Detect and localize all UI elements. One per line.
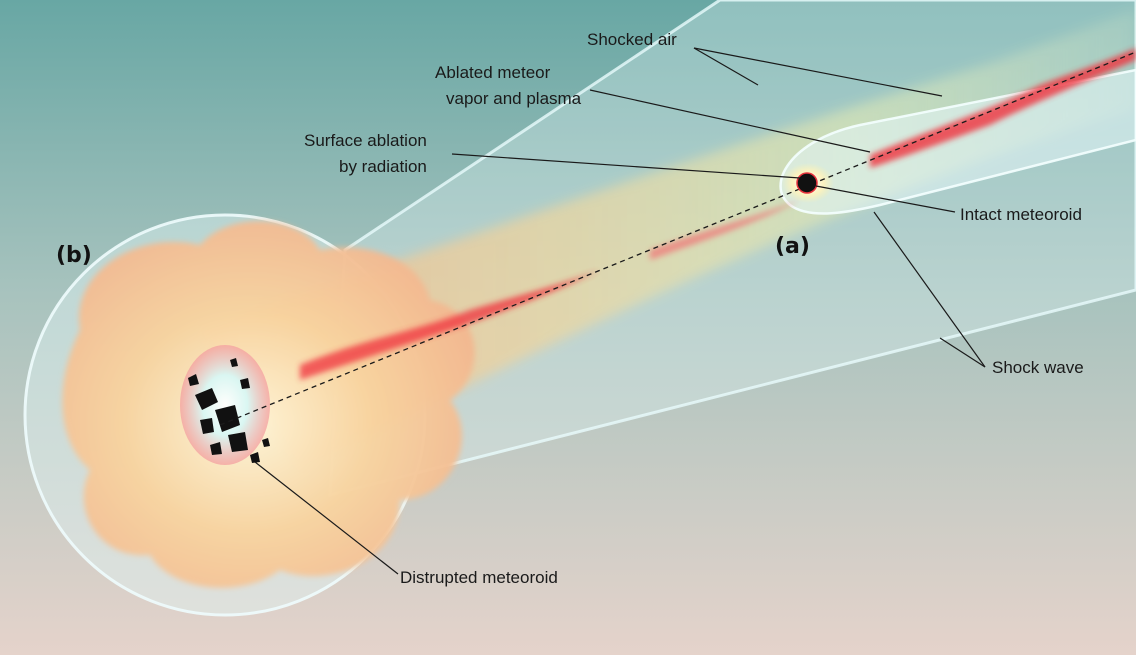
leader-shocked-air-1 [693,47,759,86]
label-ablated-vapor-line2: vapor and plasma [446,89,582,108]
disrupted-core [180,345,270,465]
leader-ablated-vapor [589,89,871,153]
label-shock-wave: Shock wave [992,358,1084,377]
leader-lines [254,47,986,575]
red-plasma-trail [300,48,1136,380]
trajectory-line [219,51,1136,426]
leader-shocked-air-2 [693,47,943,97]
leader-disrupted [254,461,399,575]
label-surface-ablation-line1: Surface ablation [304,131,427,150]
leader-shock-wave-1 [873,211,986,368]
label-ablated-vapor-line1: Ablated meteor [435,63,551,82]
label-disrupted-meteoroid: Distrupted meteoroid [400,568,558,587]
panel-label-a: (a) [775,234,810,259]
leader-surface-ablation [451,153,801,179]
intact-meteoroid [796,172,818,194]
label-intact-meteoroid: Intact meteoroid [960,205,1082,224]
label-surface-ablation-line2: by radiation [339,157,427,176]
leader-intact-meteoroid [815,185,956,213]
leader-shock-wave-2 [939,337,986,368]
label-shocked-air: Shocked air [587,30,677,49]
meteoroid-fragments [188,358,270,463]
panel-label-b: (b) [56,243,92,268]
